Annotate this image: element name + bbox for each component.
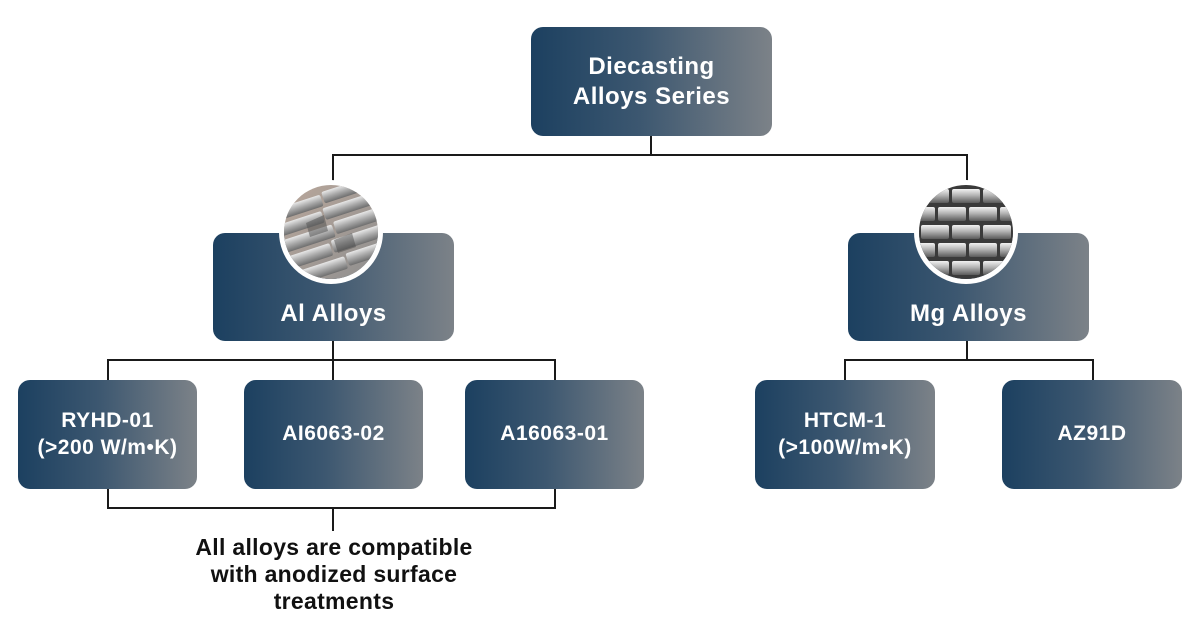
magnesium-ingots-photo-icon — [914, 180, 1018, 284]
compatibility-note-line3: treatments — [273, 588, 395, 614]
connector-mg-down — [966, 341, 968, 361]
alloy-node-az91d-name: AZ91D — [1057, 422, 1127, 446]
bracket-horizontal — [107, 507, 556, 509]
bracket-right-up — [554, 489, 556, 509]
alloy-node-a16063-01-name: A16063-01 — [500, 422, 609, 446]
group-node-mg-label: Mg Alloys — [910, 300, 1027, 327]
compatibility-note: All alloys are compatible with anodized … — [134, 534, 534, 615]
compatibility-note-line2: with anodized surface — [210, 561, 458, 587]
connector-mg-children-horizontal — [844, 359, 1094, 361]
group-node-al-label: Al Alloys — [280, 300, 387, 327]
connector-to-ryhd — [107, 359, 109, 380]
bracket-left-up — [107, 489, 109, 509]
root-node-diecasting-alloys: Diecasting Alloys Series — [531, 27, 772, 136]
connector-al-children-horizontal — [107, 359, 556, 361]
aluminum-ingots-photo-icon — [279, 180, 383, 284]
bracket-to-note — [332, 507, 334, 531]
alloy-node-htcm-1-name: HTCM-1 — [803, 409, 887, 433]
connector-to-htcm — [844, 359, 846, 380]
alloy-node-htcm-1-spec: (>100W/m•K) — [778, 435, 912, 459]
alloy-node-a16063-01: A16063-01 — [465, 380, 644, 489]
connector-to-al6063-02 — [332, 359, 334, 380]
connector-al-down — [332, 341, 334, 361]
connector-to-mg — [966, 154, 968, 184]
alloy-node-htcm-1: HTCM-1 (>100W/m•K) — [755, 380, 935, 489]
alloy-node-ryhd-01: RYHD-01 (>200 W/m•K) — [18, 380, 197, 489]
root-node-label-line2: Alloys Series — [572, 82, 731, 110]
connector-root-down — [650, 136, 652, 156]
alloy-node-az91d: AZ91D — [1002, 380, 1182, 489]
compatibility-note-line1: All alloys are compatible — [195, 534, 473, 560]
root-node-label-line1: Diecasting — [588, 52, 715, 80]
connector-level1-horizontal — [332, 154, 968, 156]
alloy-node-al6063-02-name: AI6063-02 — [282, 422, 385, 446]
alloy-node-ryhd-01-name: RYHD-01 — [61, 409, 154, 433]
connector-to-az91d — [1092, 359, 1094, 380]
connector-to-al — [332, 154, 334, 184]
alloy-node-ryhd-01-spec: (>200 W/m•K) — [37, 435, 178, 459]
connector-to-a16063-01 — [554, 359, 556, 380]
alloy-node-al6063-02: AI6063-02 — [244, 380, 423, 489]
